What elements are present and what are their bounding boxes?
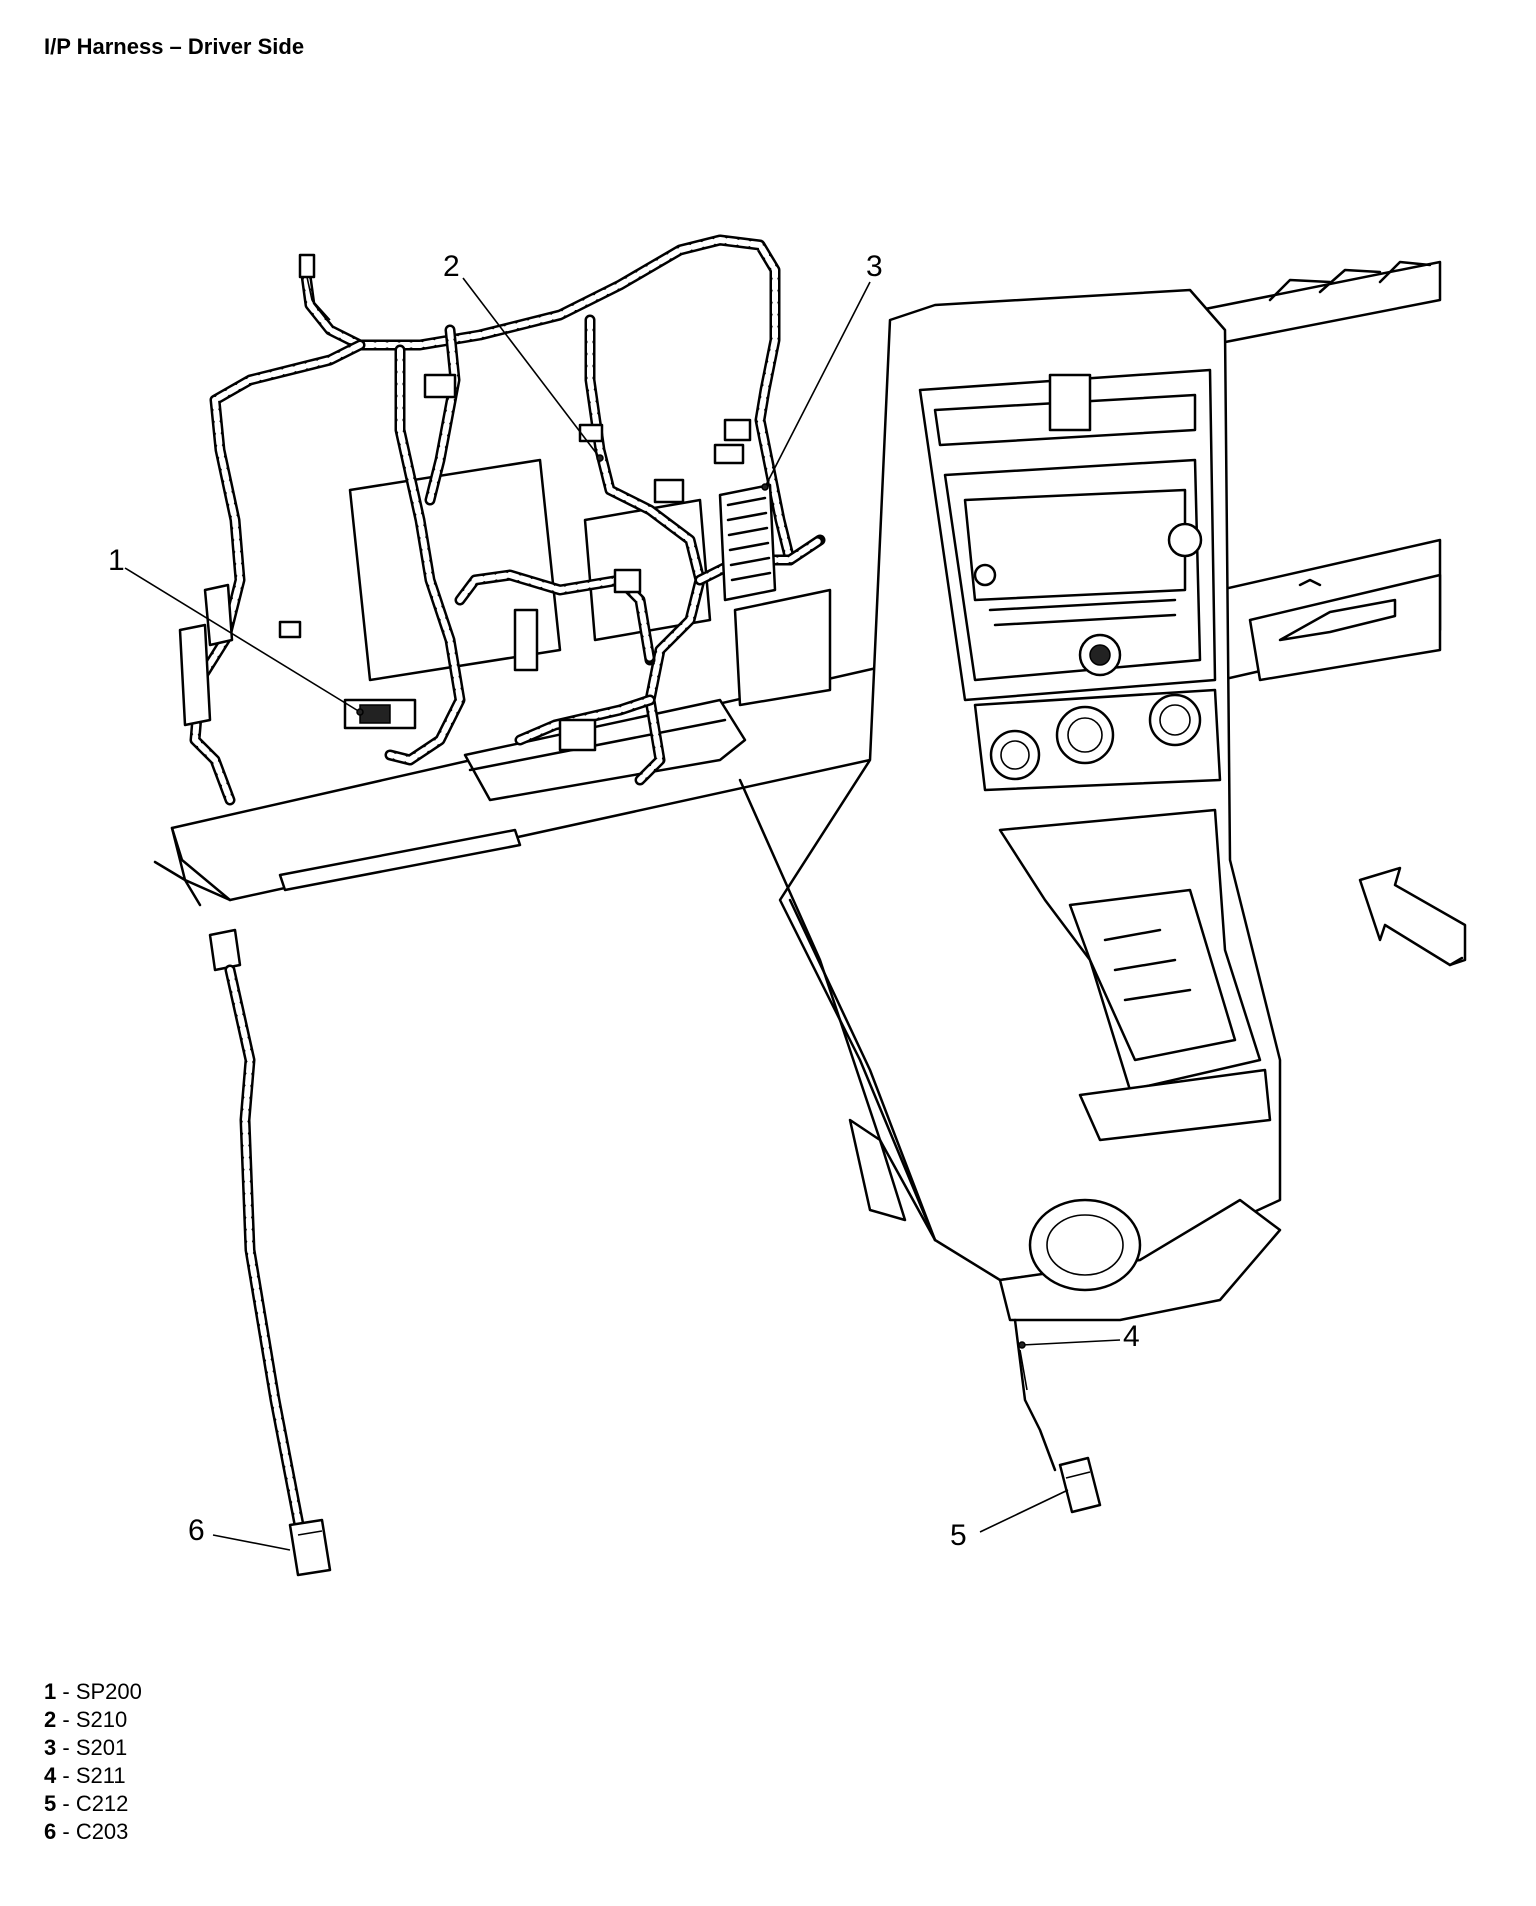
knee-bolster bbox=[348, 458, 832, 802]
console-harness-drop bbox=[1013, 1318, 1102, 1514]
legend-number: 3 bbox=[44, 1735, 57, 1760]
legend-item: 5 - C212 bbox=[44, 1790, 142, 1818]
legend-number: 5 bbox=[44, 1791, 57, 1816]
legend-separator: - bbox=[56, 1791, 76, 1816]
legend-item: 1 - SP200 bbox=[44, 1678, 142, 1706]
callout-6: 6 bbox=[188, 1514, 205, 1547]
diagram-title: I/P Harness – Driver Side bbox=[44, 34, 305, 59]
legend-separator: - bbox=[56, 1679, 76, 1704]
legend-code: SP200 bbox=[75, 1679, 142, 1704]
callout-4: 4 bbox=[1123, 1320, 1140, 1353]
connector-c203-shape bbox=[288, 1518, 332, 1577]
legend-code: S210 bbox=[75, 1707, 128, 1732]
legend-item: 4 - S211 bbox=[44, 1762, 142, 1790]
legend-code: S201 bbox=[75, 1735, 128, 1760]
legend: 1 - SP200 2 - S210 3 - S201 4 - S211 5 -… bbox=[44, 1678, 142, 1846]
callout-3: 3 bbox=[866, 250, 883, 283]
leader-lines bbox=[124, 277, 1121, 1551]
callout-5: 5 bbox=[950, 1519, 967, 1552]
view-arrow-icon bbox=[1358, 866, 1467, 967]
legend-item: 6 - C203 bbox=[44, 1818, 142, 1846]
center-console bbox=[738, 288, 1282, 1322]
legend-item: 2 - S210 bbox=[44, 1706, 142, 1734]
legend-separator: - bbox=[56, 1763, 76, 1788]
callout-1: 1 bbox=[108, 544, 125, 577]
legend-number: 2 bbox=[44, 1707, 57, 1732]
legend-number: 6 bbox=[44, 1819, 57, 1844]
legend-code: S211 bbox=[75, 1763, 126, 1788]
legend-separator: - bbox=[56, 1707, 76, 1732]
left-harness-drop bbox=[208, 928, 332, 1577]
legend-number: 4 bbox=[44, 1763, 57, 1788]
legend-separator: - bbox=[56, 1735, 76, 1760]
connector-c212-shape bbox=[1058, 1456, 1102, 1514]
legend-number: 1 bbox=[44, 1679, 57, 1704]
callout-2: 2 bbox=[443, 250, 460, 283]
legend-item: 3 - S201 bbox=[44, 1734, 142, 1762]
wiring-harness bbox=[178, 234, 826, 806]
instrument-panel-beam bbox=[153, 260, 1442, 907]
legend-separator: - bbox=[56, 1819, 76, 1844]
legend-code: C212 bbox=[75, 1791, 129, 1816]
legend-code: C203 bbox=[75, 1819, 129, 1844]
